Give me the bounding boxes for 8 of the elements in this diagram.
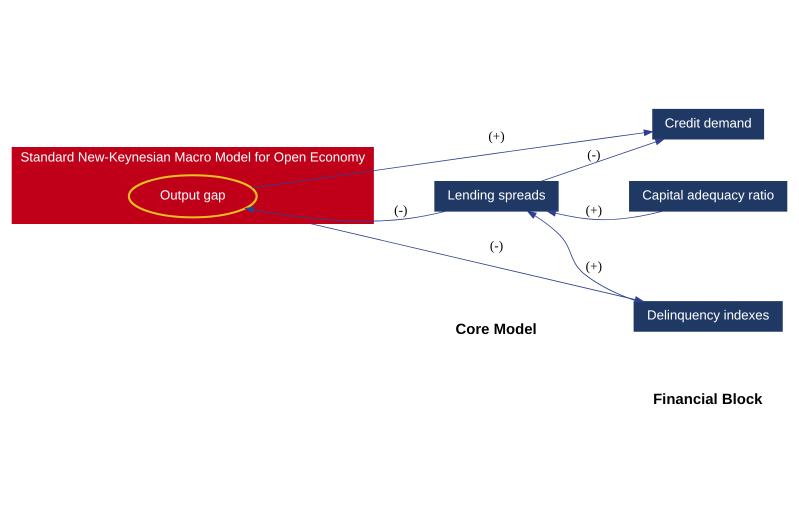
edge-label: (+) <box>488 128 505 144</box>
label: Core Model <box>455 322 537 338</box>
label: Financial Block <box>653 391 762 408</box>
edge-label: (-) <box>394 202 408 217</box>
edge-label: (-) <box>490 237 504 252</box>
edge-label: (-) <box>587 146 600 162</box>
edge-label: (+) <box>586 202 602 217</box>
edge-label: (+) <box>586 258 602 274</box>
